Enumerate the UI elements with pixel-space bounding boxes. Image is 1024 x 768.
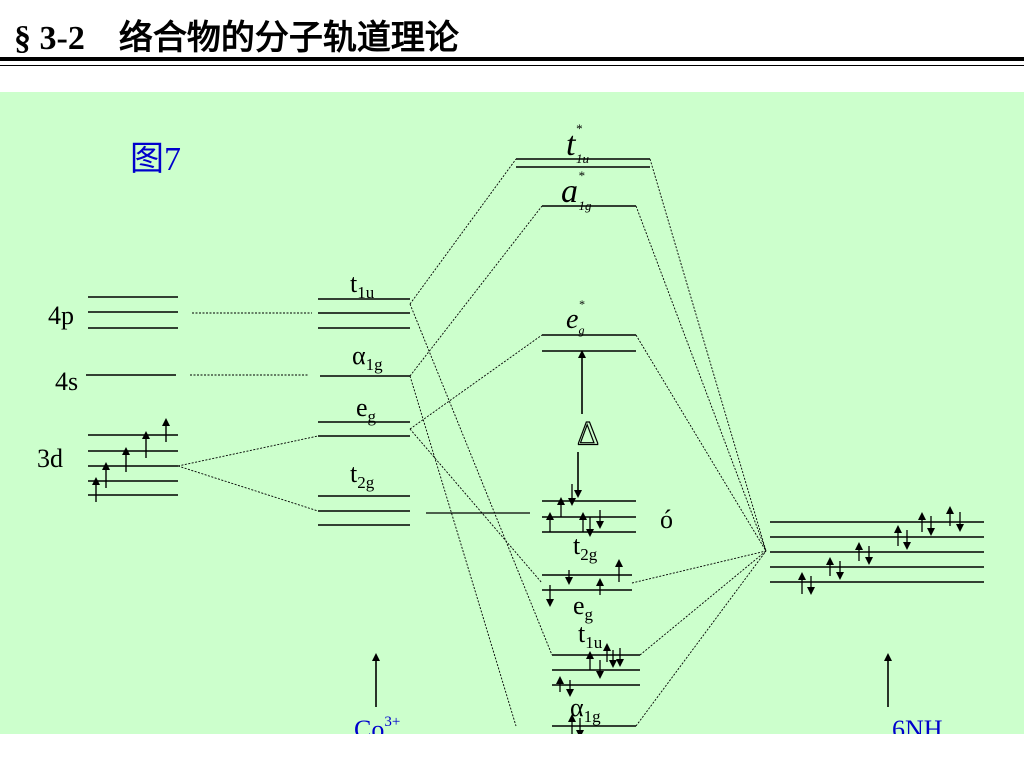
mo-a1g-electrons <box>568 714 584 734</box>
mo-t1u-electrons <box>556 643 624 697</box>
title-rule-thin <box>0 65 1024 66</box>
metal-3d-levels <box>88 434 178 496</box>
label-4s: 4s <box>55 367 78 396</box>
label-sym-a1g: α1g <box>352 341 383 374</box>
title-rule-thick <box>0 57 1024 61</box>
label-4p: 4p <box>48 301 74 330</box>
figure-label: 图7 <box>130 141 181 178</box>
metal-ion-label: Co3+ <box>354 714 400 734</box>
ligand-levels <box>770 521 984 583</box>
diagram-panel: 图7 4p 4s 3d t <box>0 92 1024 734</box>
mo-eg-star-levels <box>542 334 636 352</box>
splitting-label: ó <box>660 505 673 534</box>
label-sym-t2g: t2g <box>350 459 375 492</box>
sym-t2g-levels <box>318 495 410 526</box>
mo-t1u-star-levels <box>516 158 650 168</box>
label-mo-eg: eg <box>573 591 594 624</box>
label-mo-a1g-star: a*1g <box>561 168 592 213</box>
delta-symbol: Δ <box>577 415 599 452</box>
slide-header: § 3-2 络合物的分子轨道理论 <box>0 0 1024 66</box>
slide-title: § 3-2 络合物的分子轨道理论 <box>14 20 459 57</box>
label-sym-t1u: t1u <box>350 269 375 302</box>
mo-t2g-levels <box>542 500 636 533</box>
metal-3d-electrons <box>92 418 170 502</box>
label-mo-t1u-star: t*1u <box>566 121 589 166</box>
mo-eg-electrons <box>546 559 623 607</box>
label-3d: 3d <box>37 444 63 473</box>
label-sym-eg: eg <box>356 393 377 426</box>
correlation-lines <box>177 158 767 727</box>
mo-energy-diagram: 图7 4p 4s 3d t <box>37 121 984 734</box>
label-mo-t1u: t1u <box>578 619 603 652</box>
sym-t1u-levels <box>318 298 410 329</box>
label-mo-eg-star: e*g <box>566 297 584 337</box>
mo-eg-levels <box>542 574 632 591</box>
ligand-label: 6NH3 <box>892 715 951 734</box>
label-mo-t2g: t2g <box>573 531 598 564</box>
metal-4p-levels <box>88 296 178 329</box>
sym-eg-levels <box>318 421 410 437</box>
mo-t2g-electrons <box>546 484 604 537</box>
label-mo-a1g: α1g <box>570 693 601 726</box>
mo-t1u-levels <box>552 654 640 686</box>
ligand-electrons <box>798 506 964 595</box>
